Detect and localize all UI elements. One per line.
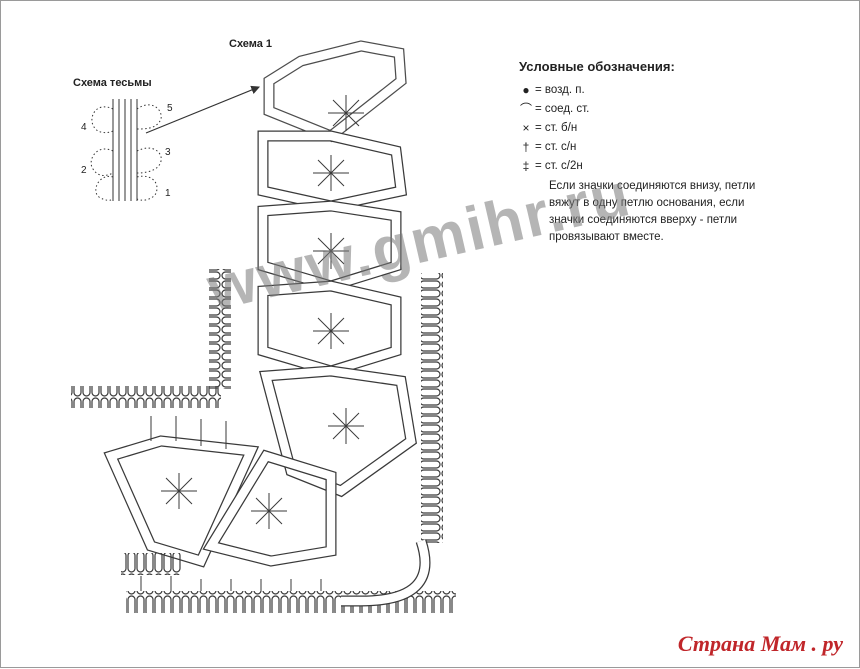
note-line: провязывают вместе.: [549, 231, 664, 243]
legend-item: † = ст. с/н: [519, 137, 819, 156]
star-stitches: [161, 95, 364, 529]
dot-icon: ●: [522, 82, 530, 97]
tape-scheme-label: Схема тесьмы: [73, 77, 152, 89]
motif-chain: [103, 40, 417, 568]
tape-row-2: 2: [81, 165, 87, 176]
legend-note: Если значки соединяются внизу, петли вяж…: [549, 178, 819, 246]
legend-item-text: = ст. б/н: [535, 121, 578, 134]
legend-item: ⌒ = соед. ст.: [519, 99, 819, 118]
legend-title: Условные обозначения:: [519, 59, 675, 74]
legend: Условные обозначения: ● = возд. п. ⌒ = с…: [519, 59, 819, 246]
legend-item: ‡ = ст. с/2н: [519, 156, 819, 175]
tape-scheme: [90, 85, 261, 201]
note-line: значки соединяются вверху - петли: [549, 214, 738, 226]
tape-row-1: 1: [165, 188, 171, 199]
edge-borders: [71, 269, 456, 613]
note-line: Если значки соединяются внизу, петли: [549, 180, 756, 192]
legend-item: ● = возд. п.: [519, 80, 819, 99]
tape-row-5: 5: [167, 103, 173, 114]
legend-item-text: = соед. ст.: [535, 102, 590, 115]
tr-icon: ‡: [522, 158, 530, 173]
legend-item-text: = ст. с/н: [535, 140, 577, 153]
legend-item-text: = ст. с/2н: [535, 159, 583, 172]
connecting-stitches: [140, 416, 322, 591]
cross-icon: ×: [522, 120, 530, 135]
tape-row-3: 3: [165, 147, 171, 158]
legend-item-text: = возд. п.: [535, 83, 585, 96]
arc-icon: ⌒: [519, 102, 532, 116]
brand-logo[interactable]: Страна Мам . ру: [677, 631, 843, 656]
tape-row-4: 4: [81, 122, 87, 133]
dc-icon: †: [522, 139, 530, 154]
note-line: вяжут в одну петлю основания, если: [549, 197, 745, 209]
scheme1-label: Схема 1: [229, 38, 273, 50]
legend-item: × = ст. б/н: [519, 118, 819, 137]
